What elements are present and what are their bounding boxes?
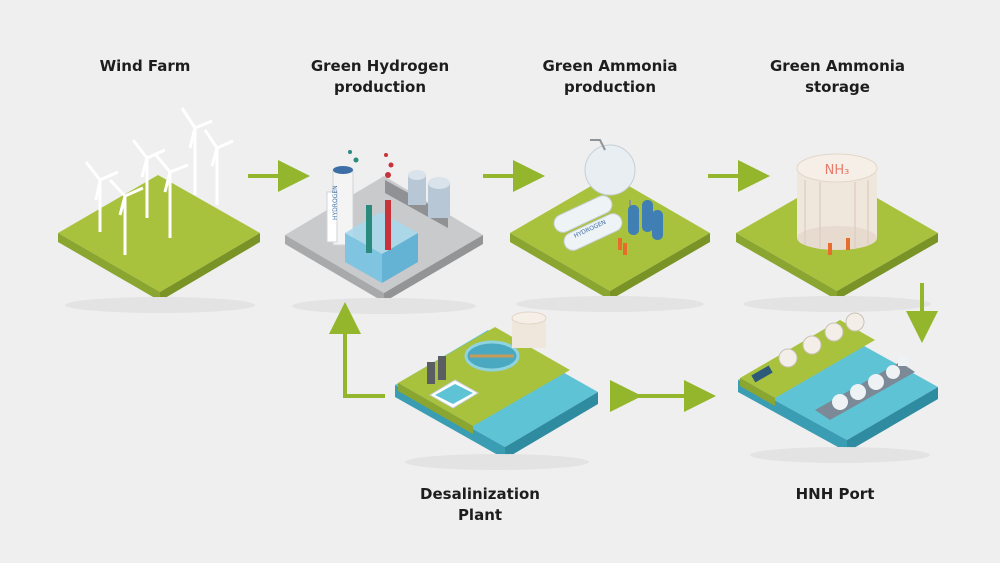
hydrogen-tank-label: HYDROGEN: [332, 185, 339, 220]
ammonia-production-tile: HYDROGEN: [510, 139, 710, 312]
arrow-desal-to-hydrogen: [329, 302, 385, 398]
nh3-tank-label: NH₃: [825, 163, 850, 178]
wind-farm-tile: [58, 107, 260, 313]
stage-label-hydrogen: Green Hydrogen production: [310, 57, 450, 96]
stage-label-ammonia: Green Ammonia production: [542, 57, 678, 96]
flow-arrows: [248, 160, 938, 412]
hydrogen-production-tile: HYDROGEN: [285, 150, 483, 314]
stage-label-storage: Green Ammonia storage: [769, 57, 906, 96]
ammonia-storage-tile: NH₃: [736, 153, 938, 312]
stage-label-wind: Wind Farm: [99, 57, 191, 75]
stage-label-desal: Desalinization Plant: [420, 485, 540, 524]
ship-icon: [815, 356, 915, 420]
desalination-tile: [395, 311, 598, 470]
stage-label-port: HNH Port: [795, 485, 875, 503]
wind-turbine-icon: [84, 107, 234, 255]
hnh-port-tile: [738, 312, 938, 463]
